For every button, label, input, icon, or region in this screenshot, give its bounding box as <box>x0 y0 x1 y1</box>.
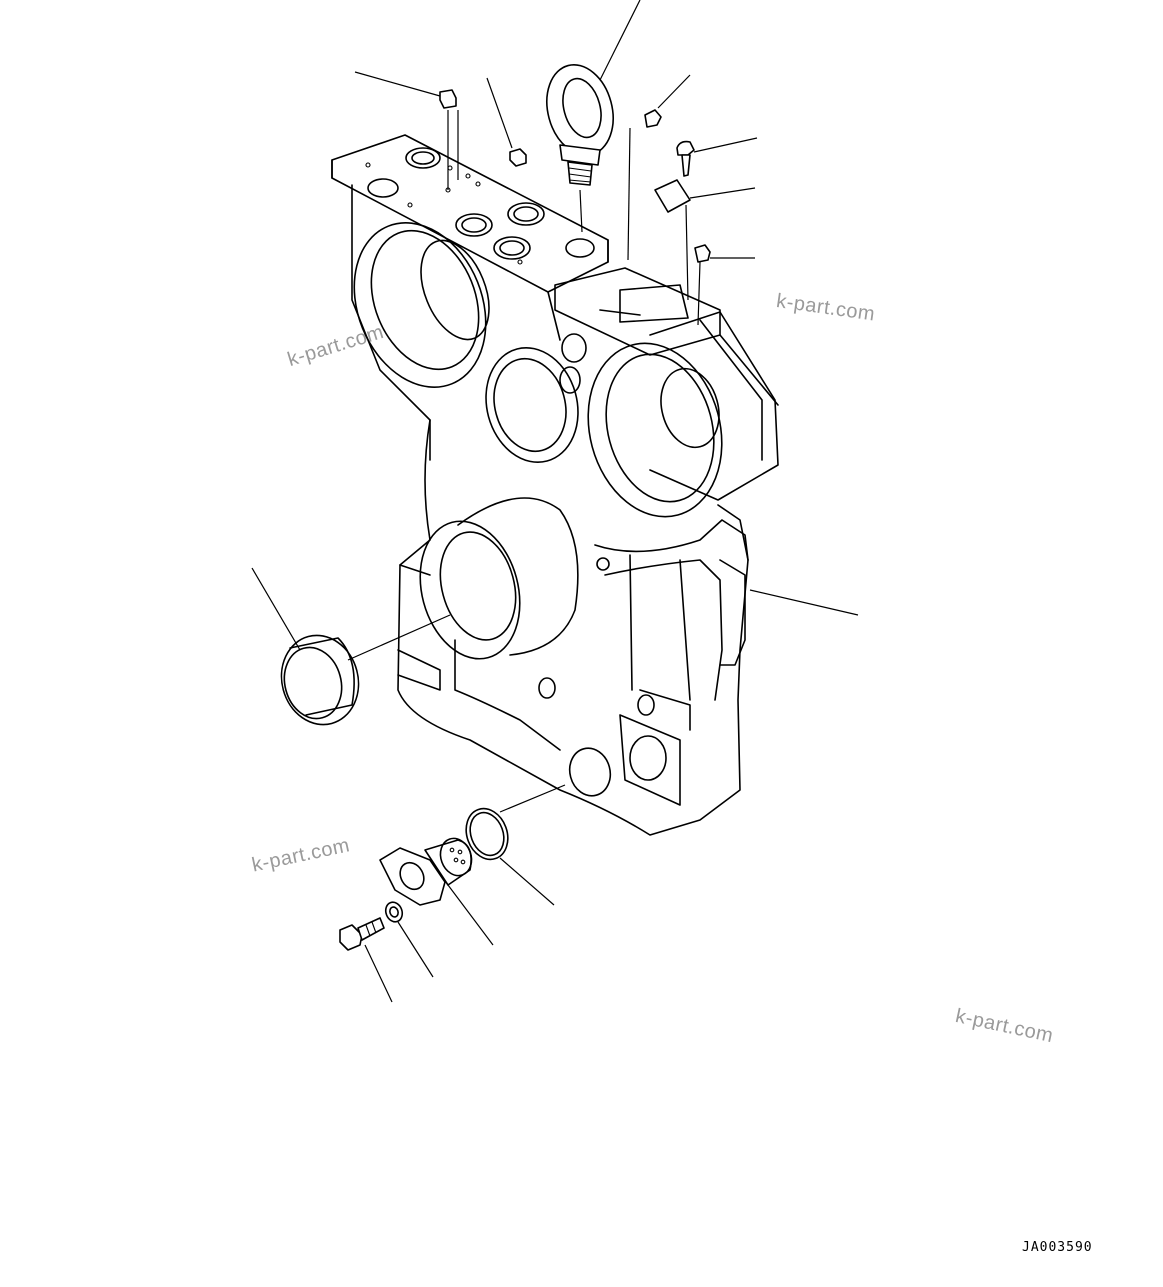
washer <box>384 901 434 978</box>
elbow-connector <box>379 837 494 946</box>
figure-code: JA003590 <box>1022 1240 1093 1255</box>
breather-plug <box>676 137 758 177</box>
gear-case-bores <box>353 222 723 797</box>
right-bolt <box>694 244 755 326</box>
gear-case-housing <box>331 134 779 836</box>
housing-leader <box>749 589 859 616</box>
top-plate-ports <box>365 147 595 265</box>
lifting-eye-bolt <box>546 0 641 233</box>
name-plate <box>599 179 756 323</box>
o-ring <box>465 784 566 906</box>
oil-seal <box>251 567 451 726</box>
top-plugs <box>354 71 691 261</box>
flange-bolt <box>339 917 393 1003</box>
